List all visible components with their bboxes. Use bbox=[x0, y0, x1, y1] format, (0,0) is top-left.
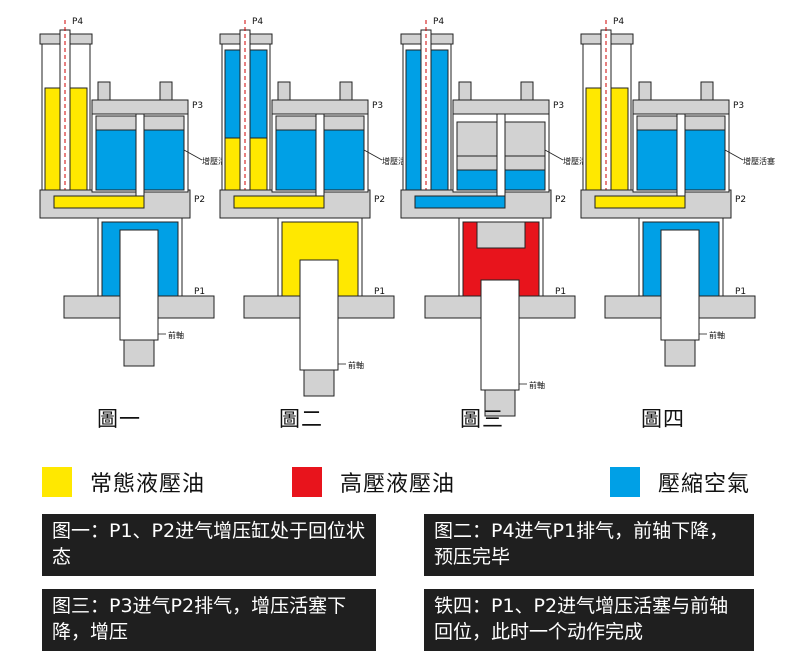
port-label-p4: P4 bbox=[433, 17, 444, 27]
port-label-p2: P2 bbox=[555, 195, 566, 205]
callout-piston: 增壓活塞 bbox=[382, 156, 414, 166]
port-label-p2: P2 bbox=[735, 195, 746, 205]
port-label-p3: P3 bbox=[733, 101, 744, 111]
legend-normal-oil-label: 常態液壓油 bbox=[90, 472, 206, 497]
description-1: 图一：P1、P2进气增压缸处于回位状态 bbox=[42, 514, 376, 576]
reservoir-rod bbox=[59, 29, 71, 191]
fitting-right bbox=[700, 81, 714, 101]
fitting-left bbox=[277, 81, 291, 101]
callout-shaft: 前軸 bbox=[709, 330, 725, 340]
front-shaft bbox=[119, 229, 159, 341]
air-swatch bbox=[610, 467, 640, 497]
description-4: 铁四：P1、P2进气增压活塞与前轴回位，此时一个动作完成 bbox=[424, 589, 754, 651]
shaft-tip bbox=[484, 389, 516, 417]
fitting-right bbox=[520, 81, 534, 101]
front-shaft bbox=[299, 259, 339, 371]
legend-air: 壓縮空氣 bbox=[610, 466, 750, 498]
callout-shaft: 前軸 bbox=[168, 330, 184, 340]
piston-rod bbox=[496, 113, 506, 197]
front-shaft bbox=[660, 229, 700, 341]
booster-head bbox=[632, 99, 730, 115]
legend-high-oil-label: 高壓液壓油 bbox=[340, 472, 456, 497]
piston-rod bbox=[315, 113, 325, 197]
port-label-p2: P2 bbox=[374, 195, 385, 205]
fitting-left bbox=[97, 81, 111, 101]
port-label-p2: P2 bbox=[194, 195, 205, 205]
port-label-p3: P3 bbox=[553, 101, 564, 111]
callout-shaft: 前軸 bbox=[348, 360, 364, 370]
callout-line bbox=[363, 149, 383, 161]
port-label-p4: P4 bbox=[613, 17, 624, 27]
port-label-p3: P3 bbox=[192, 101, 203, 111]
callout-piston: 增壓活塞 bbox=[743, 156, 775, 166]
figure-1-caption: 圖一 bbox=[97, 407, 141, 431]
booster-head bbox=[91, 99, 189, 115]
shaft-tip bbox=[303, 369, 335, 397]
callout-piston: 增壓活塞 bbox=[202, 156, 234, 166]
reservoir-rod bbox=[600, 29, 612, 191]
callout-piston: 增壓活塞 bbox=[563, 156, 595, 166]
reservoir-rod bbox=[420, 29, 432, 191]
intensifier-plunger bbox=[476, 221, 526, 249]
callout-line bbox=[544, 149, 564, 161]
fitting-left bbox=[638, 81, 652, 101]
oil-passage bbox=[414, 195, 506, 209]
front-shaft bbox=[480, 279, 520, 391]
legend-air-label: 壓縮空氣 bbox=[658, 472, 751, 497]
fitting-left bbox=[458, 81, 472, 101]
normal-oil-swatch bbox=[42, 467, 72, 497]
figure-3-caption: 圖三 bbox=[460, 407, 504, 431]
legend-high-oil: 高壓液壓油 bbox=[292, 466, 455, 498]
piston-rod bbox=[135, 113, 145, 197]
port-label-p1: P1 bbox=[194, 287, 205, 297]
oil-passage bbox=[233, 195, 325, 209]
oil-passage bbox=[594, 195, 686, 209]
callout-line bbox=[183, 149, 203, 161]
callout-shaft: 前軸 bbox=[529, 380, 545, 390]
legend-normal-oil: 常態液壓油 bbox=[42, 466, 205, 498]
port-label-p4: P4 bbox=[72, 17, 83, 27]
shaft-tip bbox=[664, 339, 696, 367]
fitting-right bbox=[339, 81, 353, 101]
port-label-p1: P1 bbox=[555, 287, 566, 297]
high-oil-swatch bbox=[292, 467, 322, 497]
description-3: 图三：P3进气P2排气，增压活塞下降，增压 bbox=[42, 589, 376, 651]
callout-line bbox=[724, 149, 744, 161]
figure-4-caption: 圖四 bbox=[641, 407, 685, 431]
port-label-p3: P3 bbox=[372, 101, 383, 111]
description-2: 图二：P4进气P1排气，前轴下降，预压完毕 bbox=[424, 514, 754, 576]
booster-head bbox=[452, 99, 550, 115]
reservoir-rod bbox=[239, 29, 251, 191]
oil-passage bbox=[53, 195, 145, 209]
port-label-p1: P1 bbox=[735, 287, 746, 297]
piston-rod bbox=[676, 113, 686, 197]
shaft-tip bbox=[123, 339, 155, 367]
port-label-p1: P1 bbox=[374, 287, 385, 297]
figure-2-caption: 圖二 bbox=[279, 407, 323, 431]
port-label-p4: P4 bbox=[252, 17, 263, 27]
booster-head bbox=[271, 99, 369, 115]
fitting-right bbox=[159, 81, 173, 101]
